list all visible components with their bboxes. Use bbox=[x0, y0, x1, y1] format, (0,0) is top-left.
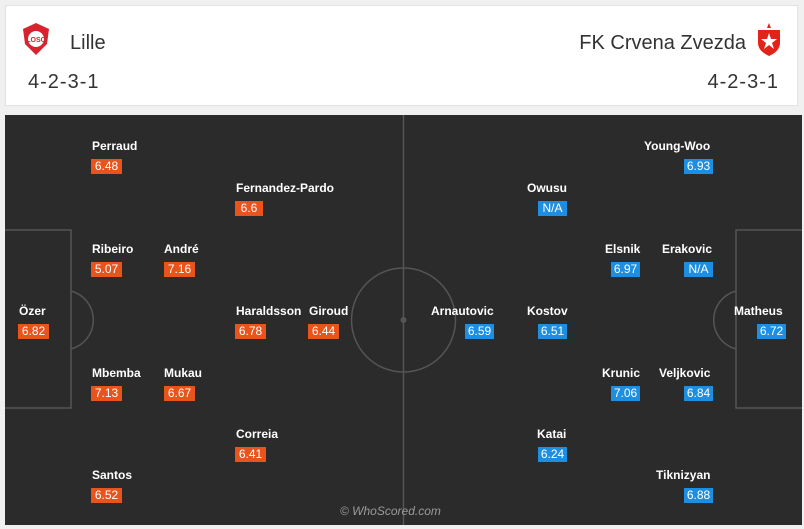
player-rating-mukau: 6.67 bbox=[164, 386, 195, 401]
player-name-young-woo[interactable]: Young-Woo bbox=[644, 139, 711, 153]
player-rating-fernandez-pardo: 6.6 bbox=[235, 201, 263, 216]
player-name-perraud[interactable]: Perraud bbox=[92, 139, 138, 153]
player-name-kostov[interactable]: Kostov bbox=[527, 304, 568, 318]
whoscored-watermark: © WhoScored.com bbox=[340, 504, 441, 518]
player-name-tiknizyan[interactable]: Tiknizyan bbox=[656, 468, 711, 482]
player-rating-krunic: 7.06 bbox=[611, 386, 640, 401]
player-rating-tiknizyan: 6.88 bbox=[684, 488, 713, 503]
player-rating-perraud: 6.48 bbox=[91, 159, 122, 174]
player-rating-matheus: 6.72 bbox=[757, 324, 786, 339]
player-name-katai[interactable]: Katai bbox=[537, 427, 567, 441]
svg-text:LOSC: LOSC bbox=[26, 37, 45, 44]
lille-crest-icon: LOSC bbox=[23, 23, 49, 55]
player-name-arnautovic[interactable]: Arnautovic bbox=[431, 304, 494, 318]
player-name-elsnik[interactable]: Elsnik bbox=[605, 242, 641, 256]
player-name-krunic[interactable]: Krunic bbox=[602, 366, 641, 380]
player-name-haraldsson[interactable]: Haraldsson bbox=[236, 304, 302, 318]
player-name-ozer[interactable]: Özer bbox=[19, 304, 46, 318]
player-name-ribeiro[interactable]: Ribeiro bbox=[92, 242, 134, 256]
player-name-fernandez-pardo[interactable]: Fernandez-Pardo bbox=[236, 181, 335, 195]
pitch-lines bbox=[5, 115, 802, 525]
player-rating-erakovic: N/A bbox=[684, 262, 713, 277]
player-rating-owusu: N/A bbox=[538, 201, 567, 216]
player-rating-santos: 6.52 bbox=[91, 488, 122, 503]
player-name-mukau[interactable]: Mukau bbox=[164, 366, 203, 380]
player-rating-arnautovic: 6.59 bbox=[465, 324, 494, 339]
player-rating-giroud: 6.44 bbox=[308, 324, 339, 339]
player-name-giroud[interactable]: Giroud bbox=[309, 304, 349, 318]
player-rating-ozer: 6.82 bbox=[18, 324, 49, 339]
player-rating-elsnik: 6.97 bbox=[611, 262, 640, 277]
crvena-zvezda-crest-icon bbox=[758, 23, 780, 56]
player-name-matheus[interactable]: Matheus bbox=[734, 304, 783, 318]
player-name-erakovic[interactable]: Erakovic bbox=[662, 242, 713, 256]
player-rating-veljkovic: 6.84 bbox=[684, 386, 713, 401]
player-name-mbemba[interactable]: Mbemba bbox=[92, 366, 141, 380]
player-rating-kostov: 6.51 bbox=[538, 324, 567, 339]
player-name-correia[interactable]: Correia bbox=[236, 427, 279, 441]
pitch: Perraud 6.48 Fernandez-Pardo 6.6 Ribeiro… bbox=[5, 115, 802, 525]
player-rating-correia: 6.41 bbox=[235, 447, 266, 462]
player-rating-haraldsson: 6.78 bbox=[235, 324, 266, 339]
player-rating-mbemba: 7.13 bbox=[91, 386, 122, 401]
player-name-andre[interactable]: André bbox=[164, 242, 199, 256]
player-name-veljkovic[interactable]: Veljkovic bbox=[659, 366, 711, 380]
player-rating-andre: 7.16 bbox=[164, 262, 195, 277]
player-rating-ribeiro: 5.07 bbox=[91, 262, 122, 277]
away-team-name[interactable]: FK Crvena Zvezda bbox=[579, 32, 746, 54]
player-rating-katai: 6.24 bbox=[538, 447, 567, 462]
player-name-owusu[interactable]: Owusu bbox=[527, 181, 568, 195]
player-rating-young-woo: 6.93 bbox=[684, 159, 713, 174]
home-formation: 4-2-3-1 bbox=[28, 71, 100, 93]
match-header: LOSC Lille 4-2-3-1 FK Crvena Zvezda 4-2-… bbox=[5, 5, 798, 106]
player-name-santos[interactable]: Santos bbox=[92, 468, 133, 482]
away-formation: 4-2-3-1 bbox=[707, 71, 779, 93]
home-team-name[interactable]: Lille bbox=[70, 32, 106, 54]
